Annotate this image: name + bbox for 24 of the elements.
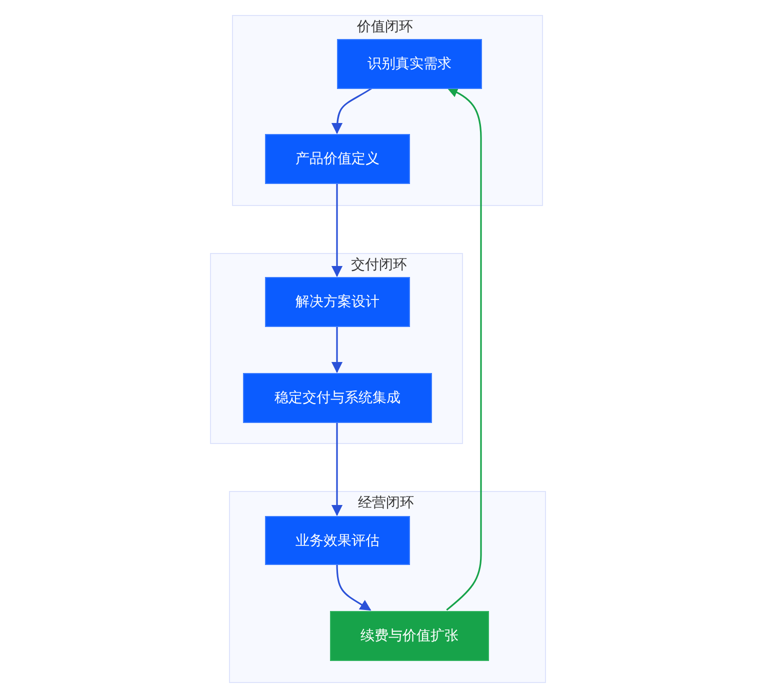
process-label: 业务效果评估	[296, 532, 380, 550]
process-box	[265, 277, 410, 327]
process-box	[337, 39, 482, 89]
process-box	[243, 373, 432, 423]
group-title: 价值闭环	[357, 18, 413, 36]
process-box	[265, 134, 410, 184]
arrow	[332, 87, 373, 134]
arrow	[331, 422, 343, 516]
process-box	[265, 516, 410, 565]
group-title: 经营闭环	[358, 494, 414, 512]
process-label: 识别真实需求	[368, 55, 452, 73]
process-box	[330, 611, 489, 661]
arrow	[331, 183, 343, 278]
process-label: 续费与价值扩张	[360, 627, 458, 645]
arrow	[331, 326, 343, 374]
process-label: 稳定交付与系统集成	[274, 389, 400, 407]
arrow	[336, 564, 372, 611]
arrow	[446, 87, 482, 611]
process-label: 产品价值定义	[296, 150, 380, 168]
process-label: 解决方案设计	[296, 293, 380, 311]
group-title: 交付闭环	[351, 256, 407, 274]
group-panel	[229, 491, 546, 683]
group-panel	[232, 15, 543, 206]
group-panel	[210, 253, 463, 444]
